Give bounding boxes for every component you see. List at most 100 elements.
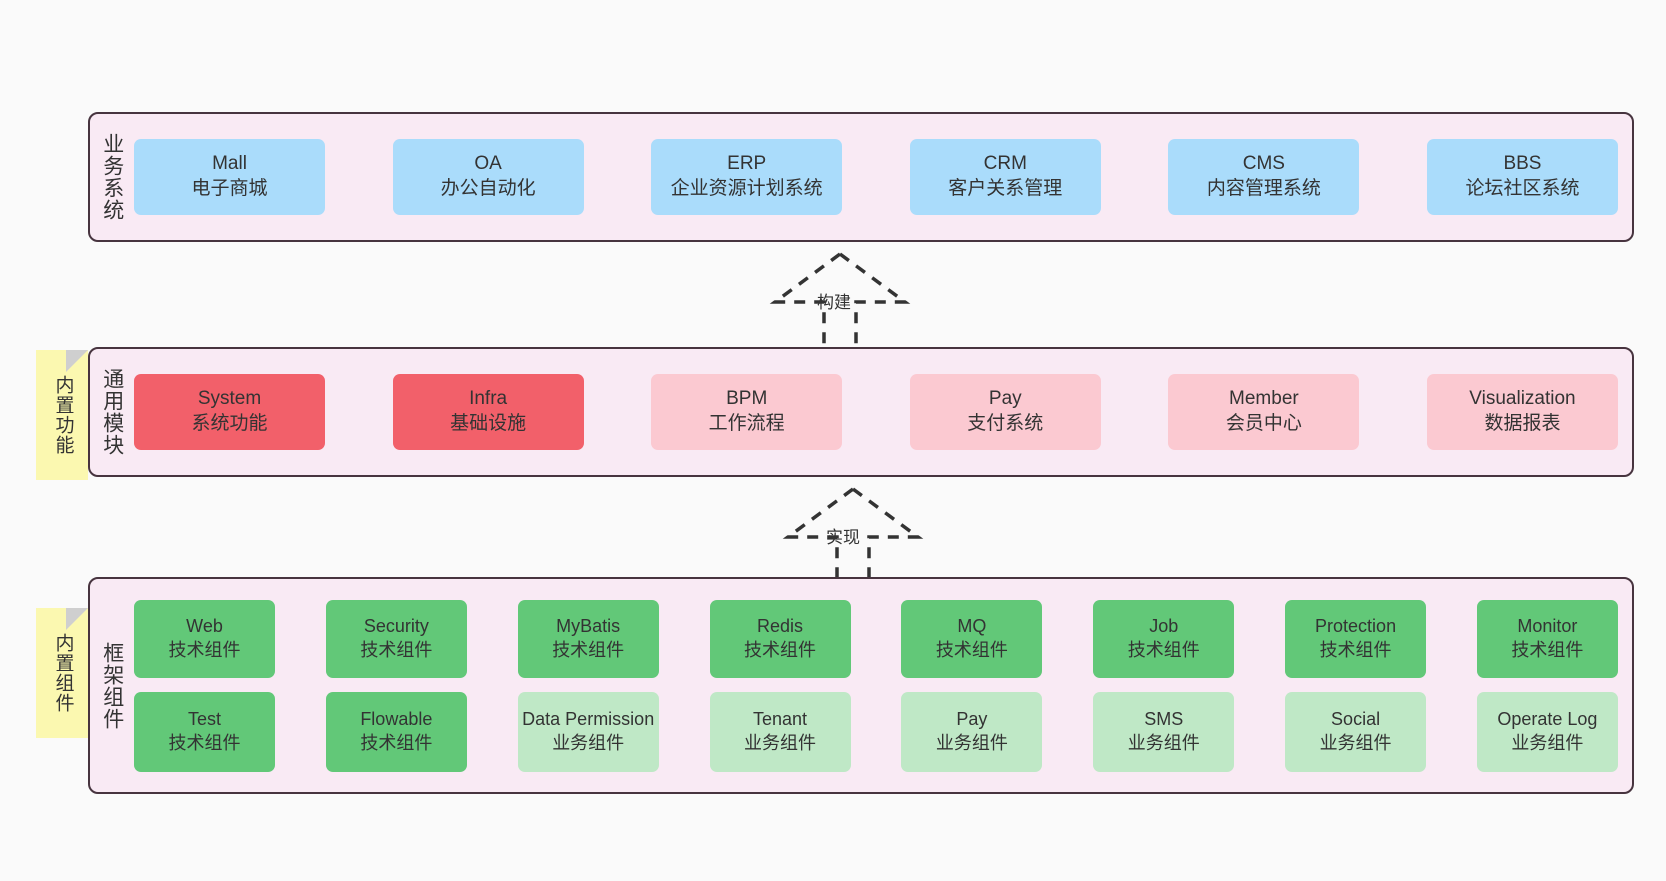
note-fold-icon	[66, 350, 88, 372]
card-title-en: Job	[1149, 616, 1179, 637]
card-visualization[interactable]: Visualization 数据报表	[1426, 374, 1618, 450]
card-title-cn: 业务组件	[552, 732, 625, 753]
card-tenant[interactable]: Tenant 业务组件	[709, 691, 851, 772]
card-title-cn: 技术组件	[168, 639, 241, 660]
layer-common-module: 通用模块 System 系统功能 Infra 基础设施 BPM 工作流程 Pay…	[88, 347, 1634, 477]
card-title-cn: 技术组件	[552, 639, 625, 660]
card-title-cn: 电子商城	[191, 178, 268, 199]
card-title-en: BPM	[726, 388, 768, 410]
card-title-en: System	[197, 388, 262, 410]
card-title-cn: 技术组件	[1319, 639, 1392, 660]
card-data-permission[interactable]: Data Permission 业务组件	[517, 691, 659, 772]
card-security[interactable]: Security 技术组件	[325, 599, 467, 678]
card-title-cn: 技术组件	[360, 639, 433, 660]
card-title-en: Protection	[1315, 616, 1397, 637]
card-flowable[interactable]: Flowable 技术组件	[325, 691, 467, 772]
card-title-cn: 企业资源计划系统	[670, 178, 823, 199]
card-title-en: Mall	[212, 153, 247, 175]
card-title-en: Visualization	[1469, 388, 1576, 410]
note-text: 内置功能	[52, 375, 74, 455]
card-title-en: OA	[474, 153, 502, 175]
card-row: Web 技术组件 Security 技术组件 MyBatis 技术组件 Redi…	[134, 599, 1618, 678]
card-social[interactable]: Social 业务组件	[1285, 691, 1427, 772]
note-text: 内置组件	[52, 633, 74, 713]
note-builtin-function: 内置功能	[36, 350, 88, 480]
card-title-cn: 工作流程	[708, 413, 785, 434]
card-title-en: ERP	[727, 153, 767, 175]
card-infra[interactable]: Infra 基础设施	[392, 374, 584, 450]
card-title-cn: 技术组件	[935, 639, 1008, 660]
card-pay[interactable]: Pay 支付系统	[909, 374, 1101, 450]
card-title-cn: 技术组件	[744, 639, 817, 660]
card-operate-log[interactable]: Operate Log 业务组件	[1476, 691, 1618, 772]
card-pay-biz[interactable]: Pay 业务组件	[901, 691, 1043, 772]
card-title-cn: 技术组件	[1127, 639, 1200, 660]
card-system[interactable]: System 系统功能	[134, 374, 325, 450]
card-title-en: Social	[1331, 709, 1381, 730]
card-oa[interactable]: OA 办公自动化	[392, 139, 584, 215]
card-test[interactable]: Test 技术组件	[134, 691, 275, 772]
layer-title-business: 业务系统	[100, 133, 124, 221]
card-title-en: Pay	[988, 388, 1022, 410]
card-title-cn: 业务组件	[1511, 732, 1584, 753]
connector-label-build: 构建	[817, 293, 851, 312]
card-row: System 系统功能 Infra 基础设施 BPM 工作流程 Pay 支付系统…	[134, 374, 1618, 450]
card-title-cn: 会员中心	[1225, 413, 1302, 434]
connector-implement: 实现	[768, 485, 938, 585]
card-title-en: Monitor	[1517, 616, 1578, 637]
card-title-en: Flowable	[360, 709, 433, 730]
card-monitor[interactable]: Monitor 技术组件	[1476, 599, 1618, 678]
card-redis[interactable]: Redis 技术组件	[709, 599, 851, 678]
card-title-cn: 支付系统	[967, 413, 1044, 434]
card-bpm[interactable]: BPM 工作流程	[651, 374, 843, 450]
card-title-cn: 内容管理系统	[1206, 178, 1321, 199]
note-fold-icon	[66, 608, 88, 630]
card-title-cn: 业务组件	[744, 732, 817, 753]
layer-title-common: 通用模块	[100, 368, 124, 456]
card-erp[interactable]: ERP 企业资源计划系统	[651, 139, 843, 215]
card-title-en: Infra	[469, 388, 508, 410]
card-title-en: Tenant	[753, 709, 808, 730]
card-title-cn: 技术组件	[360, 732, 433, 753]
card-title-en: BBS	[1503, 153, 1542, 175]
card-title-en: Security	[363, 616, 429, 637]
layer-body-business: Mall 电子商城 OA 办公自动化 ERP 企业资源计划系统 CRM 客户关系…	[134, 114, 1632, 240]
card-row: Test 技术组件 Flowable 技术组件 Data Permission …	[134, 691, 1618, 772]
card-title-cn: 论坛社区系统	[1465, 178, 1580, 199]
card-sms[interactable]: SMS 业务组件	[1093, 691, 1235, 772]
note-builtin-component: 内置组件	[36, 608, 88, 738]
layer-business-system: 业务系统 Mall 电子商城 OA 办公自动化 ERP 企业资源计划系统 CRM…	[88, 112, 1634, 242]
layer-body-common: System 系统功能 Infra 基础设施 BPM 工作流程 Pay 支付系统…	[134, 349, 1632, 475]
connector-build: 构建	[755, 250, 925, 350]
card-title-en: CRM	[983, 153, 1027, 175]
layer-title-framework: 框架组件	[100, 641, 124, 730]
card-mq[interactable]: MQ 技术组件	[901, 599, 1043, 678]
card-title-en: Pay	[956, 709, 988, 730]
card-title-cn: 客户关系管理	[948, 178, 1063, 199]
card-title-en: SMS	[1144, 709, 1184, 730]
card-job[interactable]: Job 技术组件	[1093, 599, 1235, 678]
card-member[interactable]: Member 会员中心	[1168, 374, 1360, 450]
card-mall[interactable]: Mall 电子商城	[134, 139, 325, 215]
layer-framework-component: 框架组件 Web 技术组件 Security 技术组件 MyBatis 技术组件…	[88, 577, 1634, 794]
card-mybatis[interactable]: MyBatis 技术组件	[517, 599, 659, 678]
card-protection[interactable]: Protection 技术组件	[1285, 599, 1427, 678]
card-title-cn: 业务组件	[935, 732, 1008, 753]
card-title-cn: 技术组件	[168, 732, 241, 753]
connector-label-implement: 实现	[826, 528, 860, 547]
card-title-en: MQ	[957, 616, 987, 637]
card-bbs[interactable]: BBS 论坛社区系统	[1426, 139, 1618, 215]
card-web[interactable]: Web 技术组件	[134, 599, 275, 678]
card-title-en: Redis	[757, 616, 804, 637]
card-title-en: MyBatis	[556, 616, 621, 637]
card-title-cn: 办公自动化	[440, 178, 536, 199]
card-title-cn: 数据报表	[1484, 413, 1561, 434]
card-row: Mall 电子商城 OA 办公自动化 ERP 企业资源计划系统 CRM 客户关系…	[134, 139, 1618, 215]
card-cms[interactable]: CMS 内容管理系统	[1168, 139, 1360, 215]
card-crm[interactable]: CRM 客户关系管理	[909, 139, 1101, 215]
card-title-en: CMS	[1242, 153, 1285, 175]
card-title-en: Data Permission	[522, 709, 655, 730]
card-title-cn: 业务组件	[1127, 732, 1200, 753]
card-title-en: Web	[186, 616, 223, 637]
